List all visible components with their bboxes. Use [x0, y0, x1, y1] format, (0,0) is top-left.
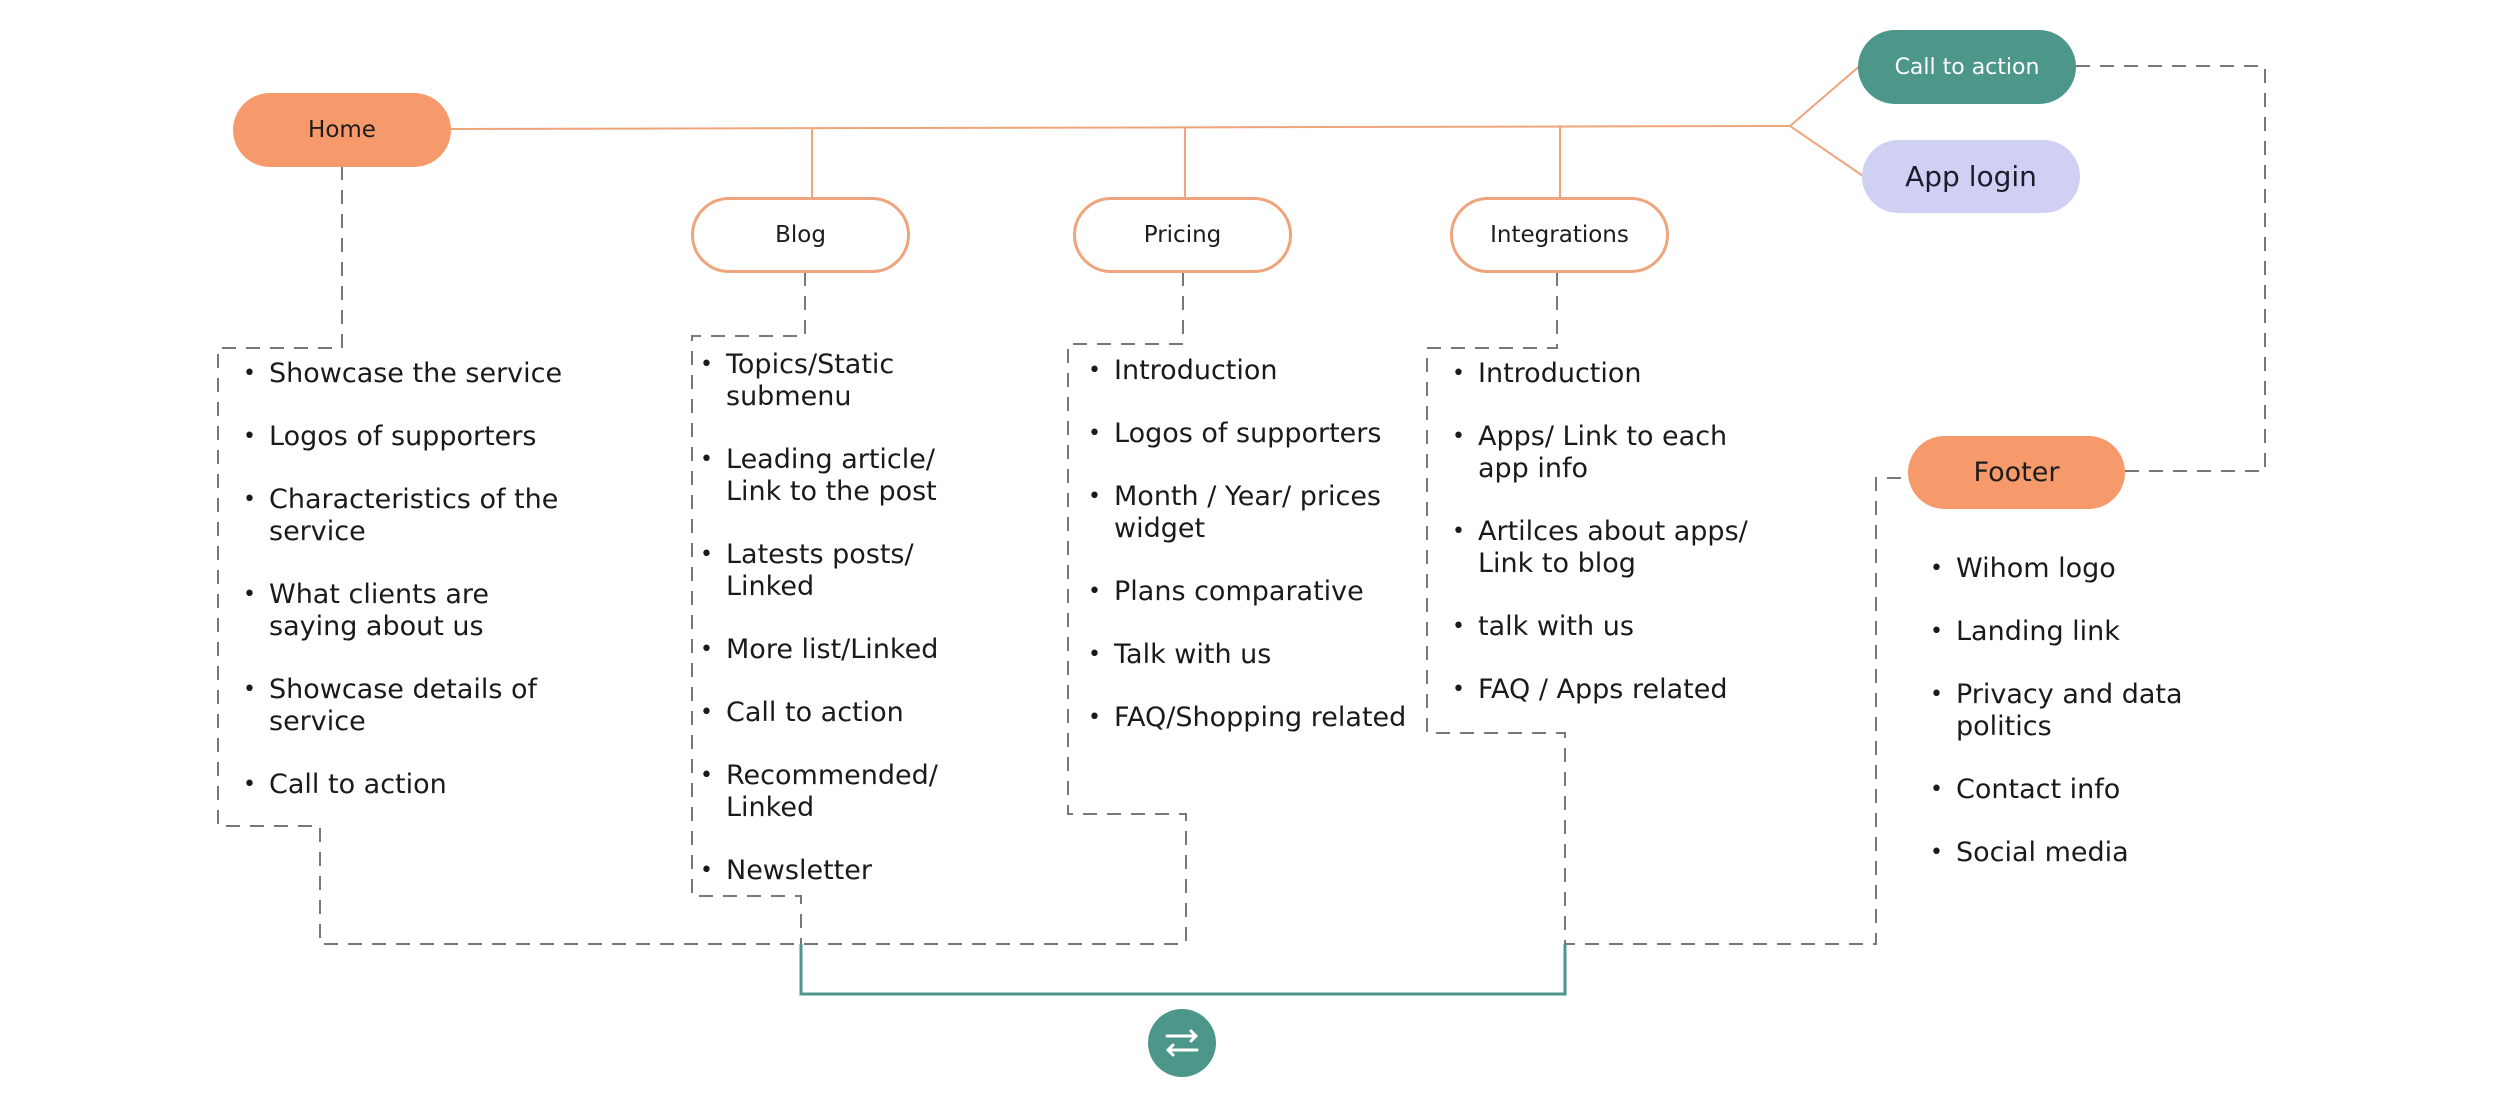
list-item: Landing link [1930, 616, 2230, 648]
integrations-content-list: Introduction Apps/ Link to each app info… [1452, 358, 1782, 737]
list-item: Introduction [1088, 355, 1408, 387]
cta-branch-line [1789, 63, 1863, 127]
hierarchy-lines [449, 63, 1867, 198]
swap-button[interactable] [1148, 1009, 1216, 1077]
footer-content-list: Wihom logo Landing link Privacy and data… [1930, 553, 2230, 900]
list-item: Introduction [1452, 358, 1782, 390]
swap-bracket-line [799, 944, 1567, 996]
swap-arrows-icon [1165, 1029, 1199, 1057]
call-to-action-node[interactable]: Call to action [1858, 30, 2076, 104]
list-item: Privacy and data politics [1930, 679, 2230, 743]
list-item: Call to action [243, 769, 583, 801]
footer-node-label: Footer [1973, 457, 2060, 488]
pricing-node[interactable]: Pricing [1073, 197, 1292, 273]
list-item: talk with us [1452, 611, 1782, 643]
list-item: Topics/Static submenu [700, 349, 960, 413]
pricing-node-label: Pricing [1143, 222, 1222, 248]
home-content-list: Showcase the service Logos of supporters… [243, 358, 583, 832]
pricing-content-frame [1067, 272, 1187, 944]
blog-node[interactable]: Blog [691, 197, 910, 273]
home-content-frame [217, 166, 1186, 945]
main-branch-line [449, 125, 1791, 130]
app-login-node[interactable]: App login [1862, 140, 2080, 213]
dashed-frames [217, 65, 2266, 945]
list-item: Contact info [1930, 774, 2230, 806]
blog-node-label: Blog [775, 222, 826, 248]
list-item: Call to action [700, 697, 960, 729]
list-item: FAQ/Shopping related [1088, 702, 1408, 734]
integrations-footer-frame [1426, 272, 1908, 945]
integrations-node-label: Integrations [1490, 222, 1629, 248]
home-node[interactable]: Home [233, 93, 451, 167]
list-item: Logos of supporters [1088, 418, 1408, 450]
blog-content-list: Topics/Static submenu Leading article/ L… [700, 349, 960, 918]
list-item: Recommended/ Linked [700, 760, 960, 824]
blog-content-frame [691, 272, 806, 944]
list-item: Characteristics of the service [243, 484, 583, 548]
list-item: What clients are saying about us [243, 579, 583, 643]
list-item: Showcase the service [243, 358, 583, 390]
list-item: Month / Year/ prices widget [1088, 481, 1408, 545]
list-item: Showcase details of service [243, 674, 583, 738]
list-item: Social media [1930, 837, 2230, 869]
app-login-node-label: App login [1905, 160, 2037, 193]
app-login-branch-line [1789, 125, 1867, 179]
footer-node[interactable]: Footer [1908, 436, 2125, 509]
pricing-content-list: Introduction Logos of supporters Month /… [1088, 355, 1408, 765]
list-item: Artilces about apps/ Link to blog [1452, 516, 1782, 580]
list-item: Latests posts/ Linked [700, 539, 960, 603]
integrations-node[interactable]: Integrations [1450, 197, 1669, 273]
list-item: Logos of supporters [243, 421, 583, 453]
call-to-action-node-label: Call to action [1894, 54, 2040, 80]
cta-footer-frame [2076, 65, 2266, 472]
list-item: FAQ / Apps related [1452, 674, 1782, 706]
list-item: Leading article/ Link to the post [700, 444, 960, 508]
home-node-label: Home [308, 117, 376, 143]
list-item: More list/Linked [700, 634, 960, 666]
list-item: Plans comparative [1088, 576, 1408, 608]
list-item: Apps/ Link to each app info [1452, 421, 1782, 485]
list-item: Newsletter [700, 855, 960, 887]
list-item: Wihom logo [1930, 553, 2230, 585]
list-item: Talk with us [1088, 639, 1408, 671]
